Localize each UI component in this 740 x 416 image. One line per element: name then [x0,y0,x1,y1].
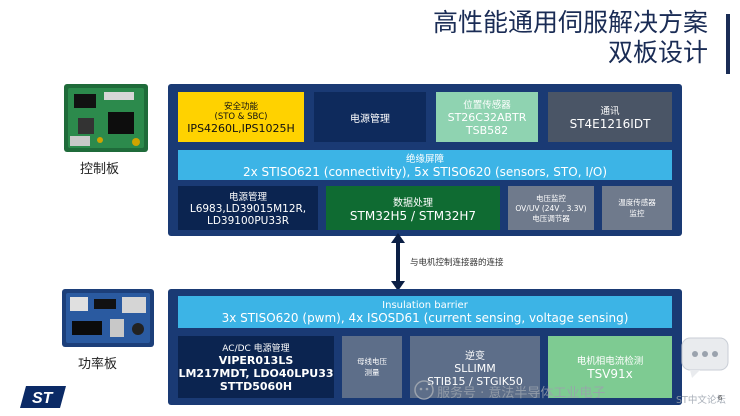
isolation-barrier-title: 绝缘屏障 [405,154,444,165]
voltage-monitor-box: 电压监控 OV/UV (24V , 3.3V) 电压调节器 [508,186,594,230]
slide-subtitle: 双板设计 [607,38,708,67]
acdc-power-part3: STTD5060H [219,380,293,393]
temperature-sensor-box: 温度传感器 监控 [602,186,672,230]
isolation-barrier-box: 绝缘屏障 2x STISO621 (connectivity), 5x STIS… [178,150,672,180]
connector-label: 与电机控制连接器的连接 [410,258,504,268]
voltage-monitor-title: 电压监控 [536,193,566,203]
communication-part: ST4E1216IDT [569,117,651,131]
watermark-small-text: ST中文论坛 [676,395,726,406]
slide-title: 高性能通用伺服解决方案 [432,8,708,37]
temperature-sensor-title: 温度传感器 [618,198,656,207]
power-management-2-part2: LD39100PU33R [206,215,289,227]
safety-function-sub: (STO & SBC) [214,111,268,122]
insulation-barrier-box: Insulation barrier 3x STISO620 (pwm), 4x… [178,296,672,328]
inverter-box: 逆变 SLLIMM STIB15 / STGIK50 [410,336,540,398]
communication-title: 通讯 [600,106,620,117]
data-processing-parts: STM32H5 / STM32H7 [349,208,477,223]
connector-arrow-line [396,239,400,283]
st-logo-icon: ST [20,386,66,408]
control-board-photo [64,84,148,152]
voltage-monitor-range: OV/UV (24V , 3.3V) [515,203,587,213]
phase-current-box: 电机相电流检测 TSV91x [548,336,672,398]
insulation-barrier-title: Insulation barrier [382,299,468,311]
safety-function-box: 安全功能 (STO & SBC) IPS4260L,IPS1025H [178,92,304,142]
connector-arrow-down-icon [391,281,405,291]
inverter-part1: SLLIMM [454,361,496,375]
acdc-power-title: AC/DC 电源管理 [222,344,290,354]
connector-arrow-up-icon [391,233,405,243]
power-management-2-box: 电源管理 L6983,LD39015M12R, LD39100PU33R [178,186,318,230]
isolation-barrier-parts: 2x STISO621 (connectivity), 5x STISO620 … [242,165,608,179]
bus-voltage-sub: 测量 [364,368,380,377]
temperature-sensor-sub: 监控 [629,209,645,218]
wechat-icon [414,380,434,400]
power-board-label: 功率板 [78,357,118,372]
position-sensor-box: 位置传感器 ST26C32ABTR TSB582 [436,92,538,142]
control-board-label: 控制板 [80,162,120,177]
safety-function-parts: IPS4260L,IPS1025H [187,121,295,135]
power-management-2-title: 电源管理 [228,192,267,203]
power-management-title: 电源管理 [350,113,390,125]
data-processing-title: 数据处理 [393,197,433,209]
st-logo-text: ST [32,390,54,407]
power-management-box: 电源管理 [314,92,426,142]
phase-current-part: TSV91x [587,367,633,381]
safety-function-title: 安全功能 [223,101,258,112]
title-accent-bar [726,14,730,74]
position-sensor-part1: ST26C32ABTR [447,111,527,124]
acdc-power-part1: VIPER013LS [218,354,294,367]
position-sensor-part2: TSB582 [465,124,509,137]
bus-voltage-box: 母线电压 测量 [342,336,402,398]
data-processing-box: 数据处理 STM32H5 / STM32H7 [326,186,500,230]
acdc-power-box: AC/DC 电源管理 VIPER013LS LM217MDT, LDO40LPU… [178,336,334,398]
voltage-monitor-reg: 电压调节器 [532,213,570,223]
power-board-photo [62,289,154,347]
chat-bubble-icon [681,337,729,378]
communication-box: 通讯 ST4E1216IDT [548,92,672,142]
watermark-text: 服务号 · 意法半导体工业电子 [437,386,606,401]
acdc-power-part2: LM217MDT, LDO40LPU33 [178,367,334,380]
inverter-title: 逆变 [465,350,485,362]
inverter-part2: STIB15 / STGIK50 [427,374,523,388]
bus-voltage-title: 母线电压 [357,357,387,366]
insulation-barrier-parts: 3x STISO620 (pwm), 4x ISOSD61 (current s… [221,310,629,325]
page-number: 6 [718,394,723,402]
position-sensor-title: 位置传感器 [463,100,511,111]
power-management-2-part1: L6983,LD39015M12R, [189,203,307,215]
phase-current-title: 电机相电流检测 [576,356,644,367]
